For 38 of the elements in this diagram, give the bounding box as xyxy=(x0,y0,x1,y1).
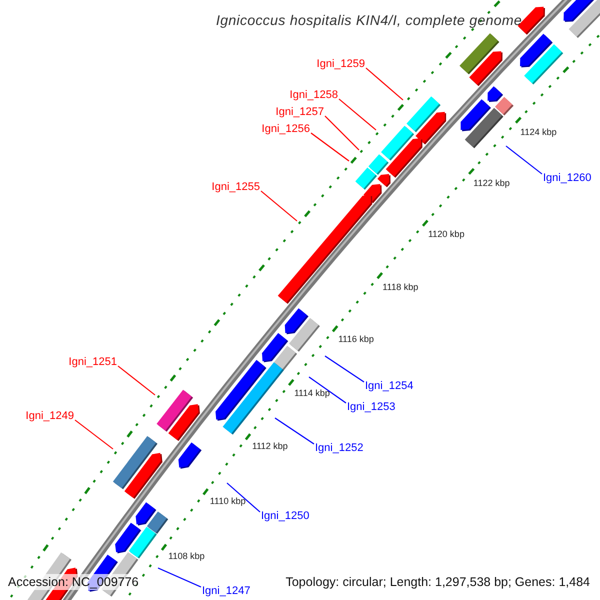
leader-line xyxy=(226,482,260,512)
gene-label: Igni_1259 xyxy=(316,57,365,71)
scale-tick-label: 1124 kbp xyxy=(520,127,557,138)
scale-tick-label: 1122 kbp xyxy=(473,178,510,190)
scale-tick-label: 1114 kbp xyxy=(294,388,330,400)
leader-line xyxy=(308,376,346,404)
scale-tick-label: 1120 kbp xyxy=(428,229,464,240)
leader-line xyxy=(274,418,314,444)
gene-label: Igni_1256 xyxy=(262,122,310,136)
leader-line xyxy=(74,420,114,450)
leader-line xyxy=(338,98,376,130)
accession-text: Accession: NC_009776 xyxy=(8,574,139,590)
gene-label: Igni_1255 xyxy=(212,180,260,194)
leader-line xyxy=(118,366,156,396)
scale-tick-label: 1108 kbp xyxy=(168,551,205,562)
scale-tick-label: 1118 kbp xyxy=(382,282,418,293)
map-title: Ignicoccus hospitalis KIN4/I, complete genome xyxy=(216,11,522,30)
leader-line xyxy=(260,190,298,222)
gene-label: Igni_1251 xyxy=(68,355,117,369)
gene-label: Igni_1247 xyxy=(202,584,250,598)
genome-stats-text: Topology: circular; Length: 1,297,538 bp; Genes: 1,484 xyxy=(286,574,590,590)
gene-label: Igni_1249 xyxy=(26,409,74,423)
gene-label: Igni_1254 xyxy=(365,379,414,393)
gene-label: Igni_1253 xyxy=(347,400,396,414)
leader-line xyxy=(366,68,404,100)
leader-line xyxy=(324,116,360,150)
scale-tick-label: 1116 kbp xyxy=(338,334,374,346)
scale-tick-label: 1110 kbp xyxy=(210,496,246,507)
gene-label: Igni_1260 xyxy=(543,171,592,185)
scale-tick-label: 1112 kbp xyxy=(252,441,288,452)
leader-line xyxy=(310,132,350,162)
leader-line xyxy=(158,568,202,588)
gene-label: Igni_1250 xyxy=(261,509,310,523)
leader-line xyxy=(506,146,542,174)
gene-label: Igni_1258 xyxy=(290,88,338,102)
gene-label: Igni_1252 xyxy=(315,441,364,455)
gene-label: Igni_1257 xyxy=(276,105,324,119)
leader-line xyxy=(324,356,364,382)
